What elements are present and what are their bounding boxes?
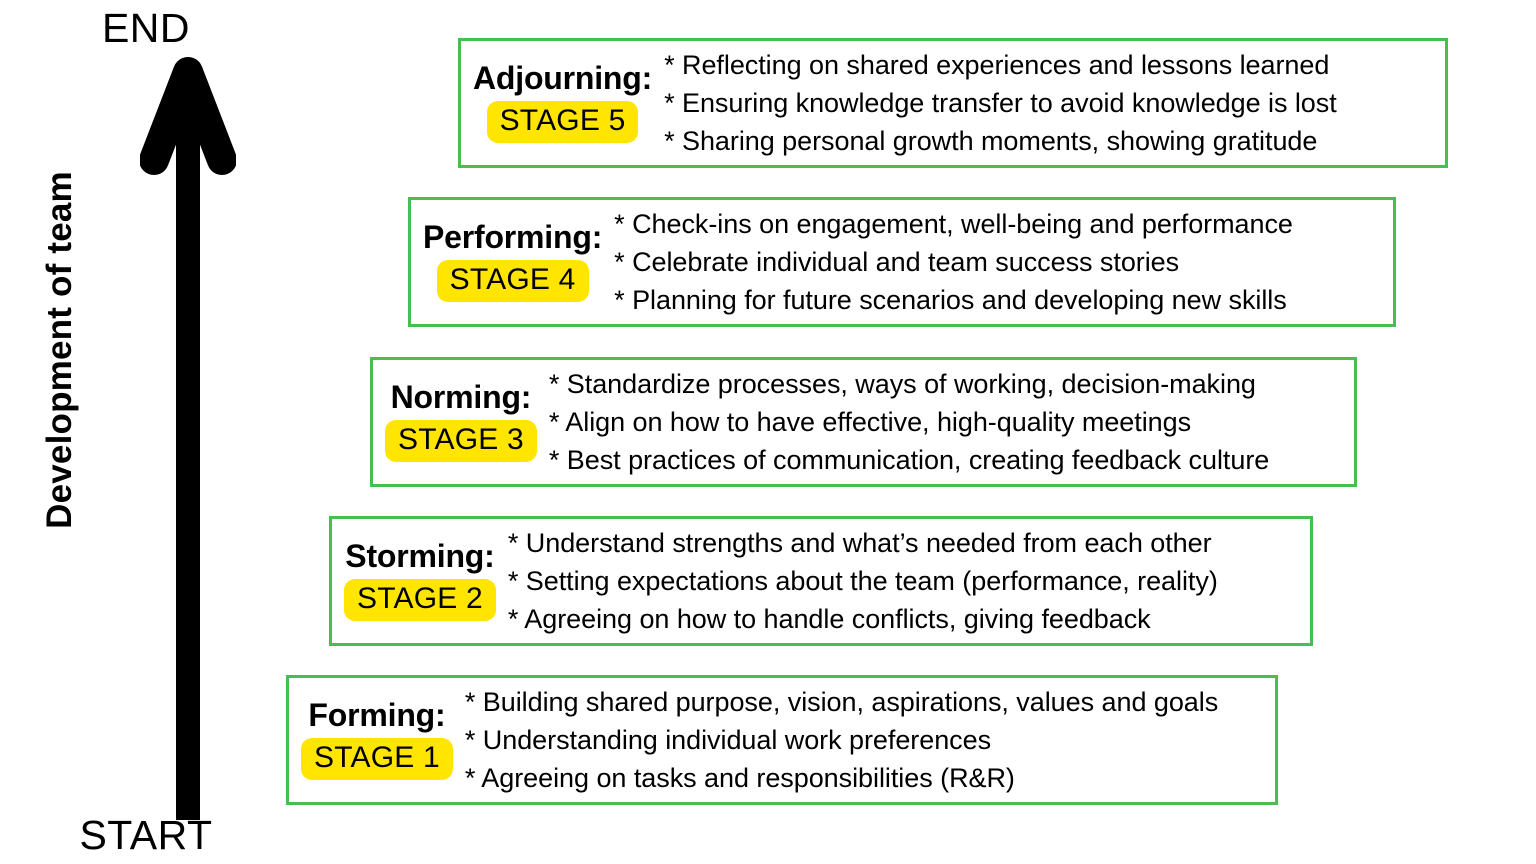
stage-bullet: * Agreeing on tasks and responsibilities… xyxy=(464,763,1015,794)
axis-vertical-label: Development of team xyxy=(40,171,79,529)
stage-card-adjourning[interactable]: Adjourning: STAGE 5 * Reflecting on shar… xyxy=(458,38,1448,168)
stage-title: Norming: xyxy=(390,379,532,416)
stage-bullet: * Ensuring knowledge transfer to avoid k… xyxy=(664,87,1337,118)
stage-bullet: * Standardize processes, ways of working… xyxy=(548,368,1256,399)
stage-bullet-list: * Check-ins on engagement, well-being an… xyxy=(610,200,1393,324)
development-axis: END Development of team START xyxy=(0,0,280,864)
stage-bullet: * Building shared purpose, vision, aspir… xyxy=(464,686,1219,717)
up-arrow-icon xyxy=(140,57,236,820)
stage-bullet: * Align on how to have effective, high-q… xyxy=(548,406,1192,437)
stage-card-heading-group: Forming: STAGE 1 xyxy=(289,678,461,802)
stage-card-heading-group: Performing: STAGE 4 xyxy=(411,200,610,324)
stage-bullet-list: * Understand strengths and what’s needed… xyxy=(504,519,1310,643)
stage-bullet-list: * Reflecting on shared experiences and l… xyxy=(660,41,1445,165)
stage-bullet: * Understanding individual work preferen… xyxy=(464,724,992,755)
axis-start-label: START xyxy=(79,812,213,858)
stage-card-storming[interactable]: Storming: STAGE 2 * Understand strengths… xyxy=(329,516,1313,646)
stage-title: Storming: xyxy=(345,538,495,575)
stage-bullet: * Best practices of communication, creat… xyxy=(548,445,1270,476)
stage-badge: STAGE 1 xyxy=(301,737,453,780)
stage-card-forming[interactable]: Forming: STAGE 1 * Building shared purpo… xyxy=(286,675,1278,805)
stage-badge: STAGE 5 xyxy=(486,100,639,143)
stage-bullet-list: * Standardize processes, ways of working… xyxy=(545,360,1354,484)
stage-card-heading-group: Adjourning: STAGE 5 xyxy=(461,41,660,165)
stage-card-heading-group: Storming: STAGE 2 xyxy=(332,519,504,643)
stage-title: Performing: xyxy=(423,219,603,256)
stage-card-heading-group: Norming: STAGE 3 xyxy=(373,360,545,484)
stage-badge: STAGE 4 xyxy=(436,259,589,302)
stage-badge: STAGE 2 xyxy=(344,578,496,621)
stage-bullet: * Agreeing on how to handle conflicts, g… xyxy=(507,604,1151,635)
stage-bullet: * Celebrate individual and team success … xyxy=(614,246,1180,277)
stage-bullet: * Sharing personal growth moments, showi… xyxy=(664,126,1318,157)
stage-bullet: * Check-ins on engagement, well-being an… xyxy=(614,208,1293,239)
stage-bullet: * Setting expectations about the team (p… xyxy=(507,565,1218,596)
stage-badge: STAGE 3 xyxy=(385,419,537,462)
stage-card-norming[interactable]: Norming: STAGE 3 * Standardize processes… xyxy=(370,357,1357,487)
stage-bullet-list: * Building shared purpose, vision, aspir… xyxy=(461,678,1275,802)
stage-title: Forming: xyxy=(308,697,446,734)
axis-end-label: END xyxy=(101,5,191,51)
stage-bullet: * Understand strengths and what’s needed… xyxy=(507,527,1212,558)
stage-bullet: * Planning for future scenarios and deve… xyxy=(614,285,1287,316)
stage-bullet: * Reflecting on shared experiences and l… xyxy=(664,49,1330,80)
stage-title: Adjourning: xyxy=(473,60,653,97)
stage-card-performing[interactable]: Performing: STAGE 4 * Check-ins on engag… xyxy=(408,197,1396,327)
